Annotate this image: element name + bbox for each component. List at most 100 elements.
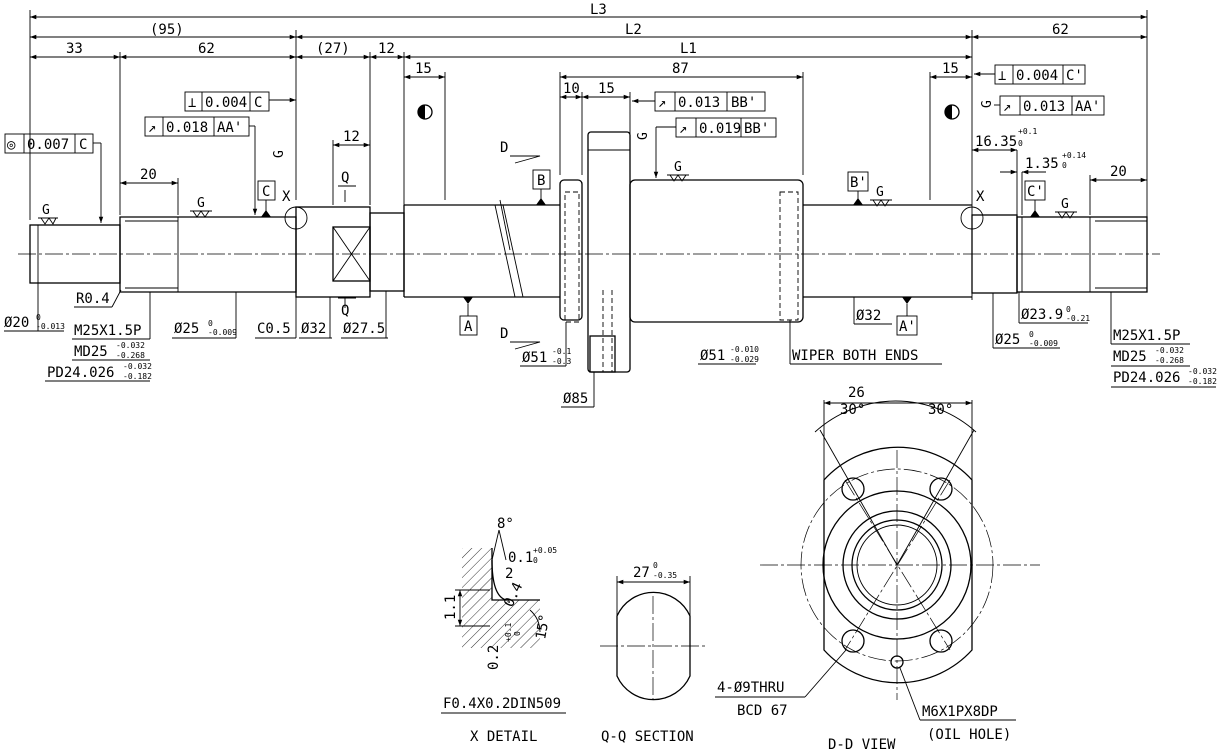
runout-bb-top-symbol: ↗ (658, 95, 666, 111)
dia-20-label: Ø20 (4, 315, 29, 331)
thread-left: M25X1.5P (74, 323, 141, 339)
runout-aa-left-datum: AA' (217, 120, 242, 136)
dim-20-right: 20 (1110, 164, 1127, 180)
x-detail-title: X DETAIL (470, 729, 537, 745)
dim-95: (95) (150, 22, 184, 38)
top-dimensions: L3 (95) L2 62 33 62 (27) 12 L1 15 87 15 … (29, 2, 1148, 300)
datum-b-prime: B' (850, 175, 867, 191)
dia-239-upper: 0 (1066, 305, 1071, 314)
perp-cp-symbol: ⊥ (998, 68, 1006, 84)
dia-51-body: Ø51 (700, 348, 725, 364)
x-bottom-upper: +0.1 (504, 623, 513, 642)
dia-275: Ø27.5 (343, 321, 385, 337)
dim-l2: L2 (625, 22, 642, 38)
runout-bb-top-value: 0.013 (678, 95, 720, 111)
grind-mark-1: G (42, 203, 50, 218)
datum-c-prime: C' (1027, 184, 1044, 200)
dim-l1: L1 (680, 41, 697, 57)
dd-angle-left: 30° (840, 402, 865, 418)
dim-12-top: 12 (378, 41, 395, 57)
grind-mark-3: G (674, 160, 682, 175)
section-marks: D D Q Q X X (282, 140, 985, 350)
dd-oil: M6X1PX8DP (922, 704, 998, 720)
md-right: MD25 (1113, 349, 1147, 365)
pd-right-lower: -0.182 (1188, 377, 1217, 386)
md-right-lower: -0.268 (1155, 356, 1184, 365)
dim-135: 1.35 (1025, 156, 1059, 172)
dim-1635-lower: 0 (1018, 139, 1023, 148)
section-d-top: D (500, 140, 508, 156)
runout-bb-top-datum: BB' (731, 95, 756, 111)
qq-width-lower: -0.35 (653, 571, 677, 580)
runout-bb-flange-datum: BB' (744, 121, 769, 137)
dia-51-body-upper: -0.010 (730, 345, 759, 354)
perp-cp-datum: C' (1066, 68, 1083, 84)
datum-flags: C B A B' A' C' (257, 169, 1046, 336)
x-depth-upper: +0.05 (533, 546, 557, 555)
conc-symbol: ◎ (7, 137, 16, 153)
dim-33: 33 (66, 41, 83, 57)
runout-bb-flange-value: 0.019 (699, 121, 741, 137)
qq-width: 27 (633, 565, 650, 581)
perp-c-value: 0.004 (205, 95, 247, 111)
qq-section: 27 0 -0.35 Q-Q SECTION (600, 561, 706, 745)
x-width: 2 (505, 566, 513, 582)
perp-c-datum: C (254, 95, 262, 111)
x-angle-side: 15° (533, 613, 553, 641)
dia-25-left: Ø25 (174, 321, 199, 337)
grind-mark-5: G (1061, 197, 1069, 212)
dia-25-left-lower: -0.009 (208, 328, 237, 337)
qq-width-upper: 0 (653, 561, 658, 570)
dim-1635-upper: +0.1 (1018, 127, 1037, 136)
x-bottom-lower: 0 (513, 631, 522, 636)
fcf-runout-bb-flange: ↗ 0.019 BB' (653, 117, 777, 178)
grind-mark-4: G (876, 185, 884, 200)
grind-mark-7: G (636, 132, 651, 140)
x-height: 1.1 (443, 595, 459, 620)
conc-datum: C (79, 137, 87, 153)
dd-holes: 4-Ø9THRU (717, 680, 784, 696)
qq-title: Q-Q SECTION (601, 729, 694, 745)
dia-32-right: Ø32 (856, 308, 881, 324)
datum-c: C (262, 184, 270, 200)
x-spec: F0.4X0.2DIN509 (443, 696, 561, 712)
pd-left-lower: -0.182 (123, 372, 152, 381)
dim-12-flat: 12 (343, 129, 360, 145)
wiper-label: WIPER BOTH ENDS (792, 348, 918, 364)
detail-x-left: X (282, 189, 291, 205)
x-depth: 0.1 (508, 550, 533, 566)
dia-239: Ø23.9 (1021, 307, 1063, 323)
dd-bcd: BCD 67 (737, 703, 788, 719)
dim-135-lower: 0 (1062, 161, 1067, 170)
dia-25-left-upper: 0 (208, 319, 213, 328)
dia-51-body-lower: -0.029 (730, 355, 759, 364)
runout-bb-flange-symbol: ↗ (679, 121, 687, 137)
dim-87: 87 (672, 61, 689, 77)
dia-25-right: Ø25 (995, 332, 1020, 348)
ballscrew-shaft (18, 104, 1160, 373)
grind-marks: G G G G G G G G (38, 100, 1077, 225)
thread-right: M25X1.5P (1113, 328, 1180, 344)
dim-15-left: 15 (415, 61, 432, 77)
md-left-lower: -0.268 (116, 351, 145, 360)
section-q-top: Q (341, 170, 349, 186)
dim-10: 10 (563, 81, 580, 97)
dia-85: Ø85 (563, 391, 588, 407)
dim-27: (27) (316, 41, 350, 57)
perp-cp-value: 0.004 (1016, 68, 1058, 84)
chamfer-label: C0.5 (257, 321, 291, 337)
fcf-perp-c: ⊥ 0.004 C (184, 91, 296, 112)
dim-1635: 16.35 (975, 134, 1017, 150)
datum-a-prime: A' (899, 319, 916, 335)
dim-15-right: 15 (942, 61, 959, 77)
x-bottom: 0.2 (486, 645, 502, 670)
pd-left: PD24.026 (47, 365, 114, 381)
dia-239-lower: -0.21 (1066, 314, 1090, 323)
dia-51-flange-lower: -0.3 (552, 357, 571, 366)
pd-left-upper: -0.032 (123, 362, 152, 371)
fcf-runout-aa-right: ↗ 0.013 AA' (994, 95, 1105, 116)
dia-20-upper: 0 (36, 313, 41, 322)
grind-mark-6: G (272, 150, 287, 158)
datum-a: A (464, 319, 473, 335)
